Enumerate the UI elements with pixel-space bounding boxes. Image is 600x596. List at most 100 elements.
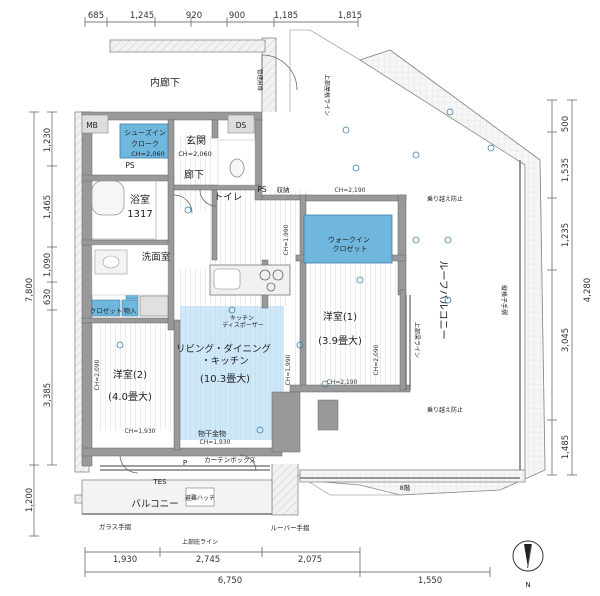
bath-size: 1317 — [127, 209, 152, 220]
shoes-ch: CH=2,060 — [131, 150, 164, 158]
dim-left-total: 7,800 — [25, 278, 35, 302]
hatch-label: 避難ハッチ — [185, 494, 215, 502]
upper-beam-line-label: 上部梁ライン — [413, 322, 421, 358]
toilet-label: トイレ — [214, 192, 243, 203]
dim-top-2: 1,245 — [130, 11, 154, 21]
bathtub-icon — [91, 180, 125, 216]
ch-label-5: CH=1,930 — [200, 439, 231, 446]
ch-label-2: CH=1,990 — [283, 224, 290, 255]
dimension-top — [84, 17, 359, 27]
bathroom — [91, 180, 157, 240]
no-cross-label-2: 乗り越え防止 — [427, 406, 463, 414]
dim-top-5: 1,185 — [274, 11, 298, 21]
monohoshi-label: 物干金物 — [198, 429, 226, 438]
kanri-label: 管理用扉 — [256, 69, 264, 92]
kitchen-disposer-label: キッチン ディスポーザー — [222, 315, 263, 329]
closet-label: クロゼット — [90, 306, 123, 315]
dim-right-1: 500 — [561, 116, 571, 132]
mb-label: MB — [86, 121, 98, 130]
north-label: N — [525, 581, 530, 589]
youshitsu1-label: 洋室(1) — [323, 310, 357, 323]
ds-label: DS — [236, 121, 247, 130]
dim-left-5: 3,385 — [43, 383, 53, 407]
ldk-label-line2: ・キッチン — [201, 356, 249, 367]
lattice-rail-label: 縦格子手摺 — [500, 285, 508, 315]
dim-right-4: 3,045 — [561, 328, 571, 352]
youshitsu1-size: (3.9畳大) — [318, 334, 362, 347]
ps2-label: PS — [257, 185, 267, 194]
dim-bottom-roof: 1,550 — [418, 576, 442, 586]
dim-bottom-3: 2,075 — [298, 555, 322, 565]
dim-top-6: 1,815 — [338, 11, 362, 21]
dim-top-4: 900 — [229, 11, 245, 21]
ch-label-7: CH=2,090 — [94, 359, 101, 390]
shoes-in-label: シューズイン — [124, 128, 166, 137]
dim-top-1: 685 — [88, 11, 104, 21]
rouka-label: 廊下 — [184, 168, 204, 181]
dim-bottom-total: 6,750 — [218, 576, 242, 586]
no-cross-label-1: 乗り越え防止 — [427, 195, 463, 203]
ds-box — [227, 114, 255, 134]
p-label: P — [183, 459, 187, 467]
sink-kitchen-icon — [213, 268, 241, 290]
dim-left-2: 1,465 — [43, 195, 53, 219]
dim-bottom-1: 1,930 — [113, 555, 137, 565]
dim-left-1: 1,230 — [43, 128, 53, 152]
ch-label-3: CH=2,190 — [327, 379, 358, 386]
bath-label: 浴室 — [130, 193, 150, 206]
dim-left-3: 1,090 — [43, 253, 53, 277]
north-arrow-icon — [512, 540, 544, 572]
storage-label: 収納 — [277, 185, 290, 194]
washroom — [91, 244, 169, 296]
ch-label-8: CH=2,090 — [373, 344, 380, 375]
upper-roof-line-label: 上部庇ライン — [182, 538, 218, 546]
louver-rail-label: ルーバー手摺 — [271, 523, 310, 532]
roof-balcony-label: ルーフバルコニー — [437, 260, 449, 339]
hatch-box — [185, 487, 215, 507]
mb-box — [81, 114, 109, 134]
corridor-inner-label: 内廊下 — [150, 76, 180, 89]
dimension-left — [29, 111, 57, 537]
dim-right-total: 4,280 — [583, 278, 593, 302]
dim-top-3: 920 — [186, 11, 202, 21]
dim-right-3: 1,235 — [561, 223, 571, 247]
stove-icon — [259, 269, 271, 281]
ps1-label: PS — [125, 161, 135, 170]
balcony — [81, 479, 273, 515]
tes-label: TES — [152, 478, 167, 486]
toilet-icon — [229, 158, 245, 178]
roof-line-label: 上部屋根ライン — [323, 74, 331, 116]
wic-label-line1: ウォークイン — [328, 236, 370, 244]
dim-left-balcony: 1,200 — [25, 488, 35, 512]
dimension-right — [547, 99, 577, 476]
ldk-label-line1: リビング・ダイニング — [176, 343, 272, 355]
glass-rail-label: ガラス手摺 — [99, 522, 132, 531]
dim-bottom-2: 2,745 — [196, 555, 220, 565]
ch-label-4: CH=1,930 — [125, 428, 156, 435]
senmen-label: 洗面室 — [142, 251, 171, 263]
interior-walls — [81, 111, 411, 467]
genkan-label: 玄関 — [186, 134, 206, 147]
youshitsu2-label: 洋室(2) — [113, 368, 147, 381]
dimension-bottom — [84, 547, 491, 577]
shoes-in-sub: クローク — [131, 140, 159, 148]
ch-label-1: CH=2,190 — [335, 187, 366, 194]
door-swings — [119, 54, 298, 474]
ch-label-6: CH=1,990 — [285, 354, 292, 385]
youshitsu2-size: (4.0畳大) — [108, 390, 152, 403]
dim-right-2: 1,535 — [561, 158, 571, 182]
balcony-label: バルコニー — [131, 499, 178, 510]
curtain-box-label: カーテンボックス — [204, 456, 256, 464]
kitchen-counter — [209, 264, 291, 296]
dim-right-5: 1,485 — [561, 435, 571, 459]
ldk-label: リビング・ダイニング ・キッチン — [176, 343, 274, 367]
dim-left-4: 630 — [43, 289, 53, 305]
monoire-label: 物入 — [124, 306, 138, 315]
genkan-ch: CH=2,060 — [178, 150, 211, 158]
wic-label-line2: クロゼット — [333, 244, 368, 253]
floor-8-label: 8階 — [400, 483, 411, 492]
kitchen-disposer-line1: キッチン — [230, 315, 254, 322]
ceiling-markers — [116, 108, 495, 434]
toilet-room — [217, 139, 256, 186]
